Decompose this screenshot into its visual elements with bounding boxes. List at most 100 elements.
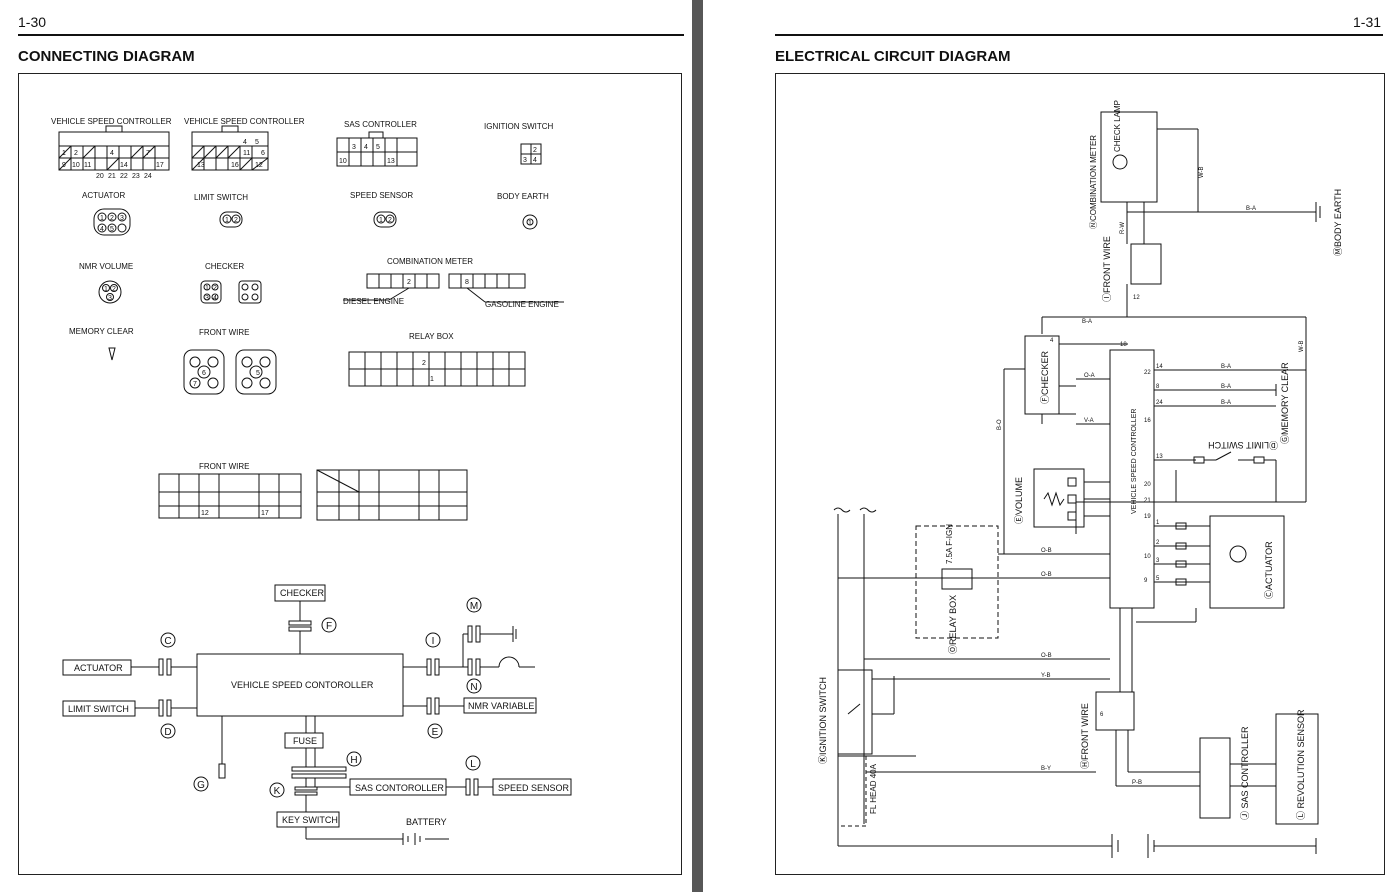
pin-c-1: 1 [100, 215, 104, 222]
connector-n-drawing [343, 273, 564, 303]
fl-head-box [837, 755, 867, 827]
wire-b-a-earth: B-A [1246, 206, 1256, 212]
connector-k-drawing [520, 143, 542, 165]
comp-sas: Ⓙ SAS CONTROLLER [1240, 726, 1250, 820]
block-letter-c: C [164, 636, 171, 647]
comp-ignition-switch: ⓀIGNITION SWITCH [818, 677, 828, 764]
pin-b-13: 13 [197, 162, 205, 169]
sas-box [1199, 737, 1231, 819]
wire-o-b-2: O-B [1041, 572, 1052, 578]
pin-m-1: 1 [528, 220, 532, 227]
pin-fw-6: 6 [1100, 712, 1104, 718]
pin-e-3: 3 [108, 295, 112, 302]
pin-d-1: 1 [225, 217, 229, 224]
comp-fl-head: FL HEAD 40A [869, 763, 878, 814]
label-c: ACTUATOR [82, 191, 125, 200]
pin-c-5: 5 [110, 226, 114, 233]
connecting-diagram-frame: VEHICLE SPEED CONTROLLER VEHICLE SPEED C… [18, 73, 682, 875]
pin-o-2: 2 [422, 360, 426, 367]
pin-b-11: 11 [243, 150, 250, 157]
pin-h-6: 6 [202, 370, 206, 377]
pin-a-2: 2 [74, 150, 78, 157]
pin-d-2: 2 [234, 217, 238, 224]
note-gasoline: GASOLINE ENGINE [485, 300, 559, 309]
pin-b-12: 12 [255, 162, 263, 169]
pin-vsc-18: 18 [1120, 342, 1127, 348]
block-letter-m: M [470, 601, 478, 612]
pin-k-3: 3 [523, 157, 527, 164]
right-page-number: 1-31 [1353, 14, 1382, 30]
pin-n-2: 2 [407, 279, 411, 286]
comp-body-earth: ⓂBODY EARTH [1333, 189, 1343, 256]
wire-p-b: P-B [1132, 780, 1142, 786]
pin-vsc-24: 24 [1156, 400, 1163, 406]
block-letter-l: L [470, 759, 476, 770]
comp-memory-clear: ⒼMEMORY CLEAR [1280, 362, 1290, 444]
block-sas-label: SAS CONTOROLLER [355, 783, 444, 793]
wire-b-y: B-Y [1041, 766, 1051, 772]
revolution-sensor-box [1275, 713, 1319, 825]
wire-b-a-top: B-A [1082, 319, 1092, 325]
front-wire-connector [1095, 691, 1135, 731]
pin-vsc-8: 8 [1156, 384, 1160, 390]
pin-f-1: 1 [205, 285, 209, 292]
page-gutter [692, 0, 703, 892]
block-letter-i: I [432, 636, 435, 647]
circuit-diagram: ⓃCOMBINATION METER CHECK LAMP ⓂBODY EART… [818, 100, 1343, 858]
wire-b-a-1: B-A [1221, 364, 1231, 370]
comp-front-wire-top: ⒾFRONT WIRE [1102, 236, 1112, 302]
pin-a-24: 24 [144, 173, 152, 180]
pin-i-12: 12 [201, 510, 209, 517]
pin-a-1: 1 [62, 150, 66, 157]
connector-o-drawing [348, 351, 526, 387]
pin-vsc-14: 14 [1156, 364, 1163, 370]
ignition-switch-box [837, 669, 873, 755]
block-fuse-label: FUSE [293, 736, 317, 746]
block-key-switch-label: KEY SWITCH [282, 815, 338, 825]
pin-b-16: 16 [231, 162, 239, 169]
header-rule [18, 34, 684, 36]
left-page: 1-30 CONNECTING DIAGRAM [0, 0, 692, 892]
pin-vsc-22: 22 [1144, 370, 1151, 376]
block-speed-sensor-label: SPEED SENSOR [498, 783, 570, 793]
connector-j-drawing [336, 131, 418, 167]
wire-o-b-3: O-B [1041, 653, 1052, 659]
pin-vsc-20: 20 [1144, 482, 1151, 488]
pin-j-3: 3 [352, 144, 356, 151]
pin-a-10: 10 [72, 162, 80, 169]
wire-b-o: B-O [997, 419, 1003, 430]
pin-vsc-13: 13 [1156, 454, 1163, 460]
label-f: CHECKER [205, 262, 244, 271]
label-e: NMR VOLUME [79, 262, 133, 271]
pin-act-5: 5 [1156, 576, 1160, 582]
comp-revolution-sensor: Ⓛ REVOLUTION SENSOR [1296, 709, 1306, 820]
block-letter-g: G [197, 780, 205, 791]
volume-box [1033, 468, 1085, 528]
block-letter-f: F [326, 621, 332, 632]
left-page-title: CONNECTING DIAGRAM [18, 48, 195, 65]
pin-i-17: 17 [261, 510, 269, 517]
connector-i-drawing [158, 469, 468, 521]
pin-k-4: 4 [533, 157, 537, 164]
actuator-box [1209, 515, 1285, 609]
pin-a-7: 7 [146, 150, 150, 157]
label-k: IGNITION SWITCH [484, 122, 554, 131]
comp-limit-switch: ⒹLIMIT SWITCH [1208, 440, 1278, 450]
pin-l-2: 2 [388, 217, 392, 224]
pin-h-5: 5 [256, 370, 260, 377]
pin-e-2: 2 [112, 286, 116, 293]
left-page-number: 1-30 [18, 14, 47, 30]
pin-f-3: 3 [205, 295, 209, 302]
pin-b-6: 6 [261, 150, 265, 157]
header-rule [775, 34, 1383, 36]
pin-a-4: 4 [110, 150, 114, 157]
pin-f-4: 4 [213, 295, 217, 302]
pin-l-1: 1 [379, 217, 383, 224]
pin-j-10: 10 [339, 158, 347, 165]
pin-f-2: 2 [213, 285, 217, 292]
pin-c-4: 4 [100, 226, 104, 233]
comp-check-lamp: CHECK LAMP [1113, 100, 1122, 152]
comp-volume: ⒺVOLUME [1014, 477, 1024, 524]
wire-y-b: Y-B [1041, 673, 1050, 679]
label-b: VEHICLE SPEED CONTROLLER [184, 117, 305, 126]
